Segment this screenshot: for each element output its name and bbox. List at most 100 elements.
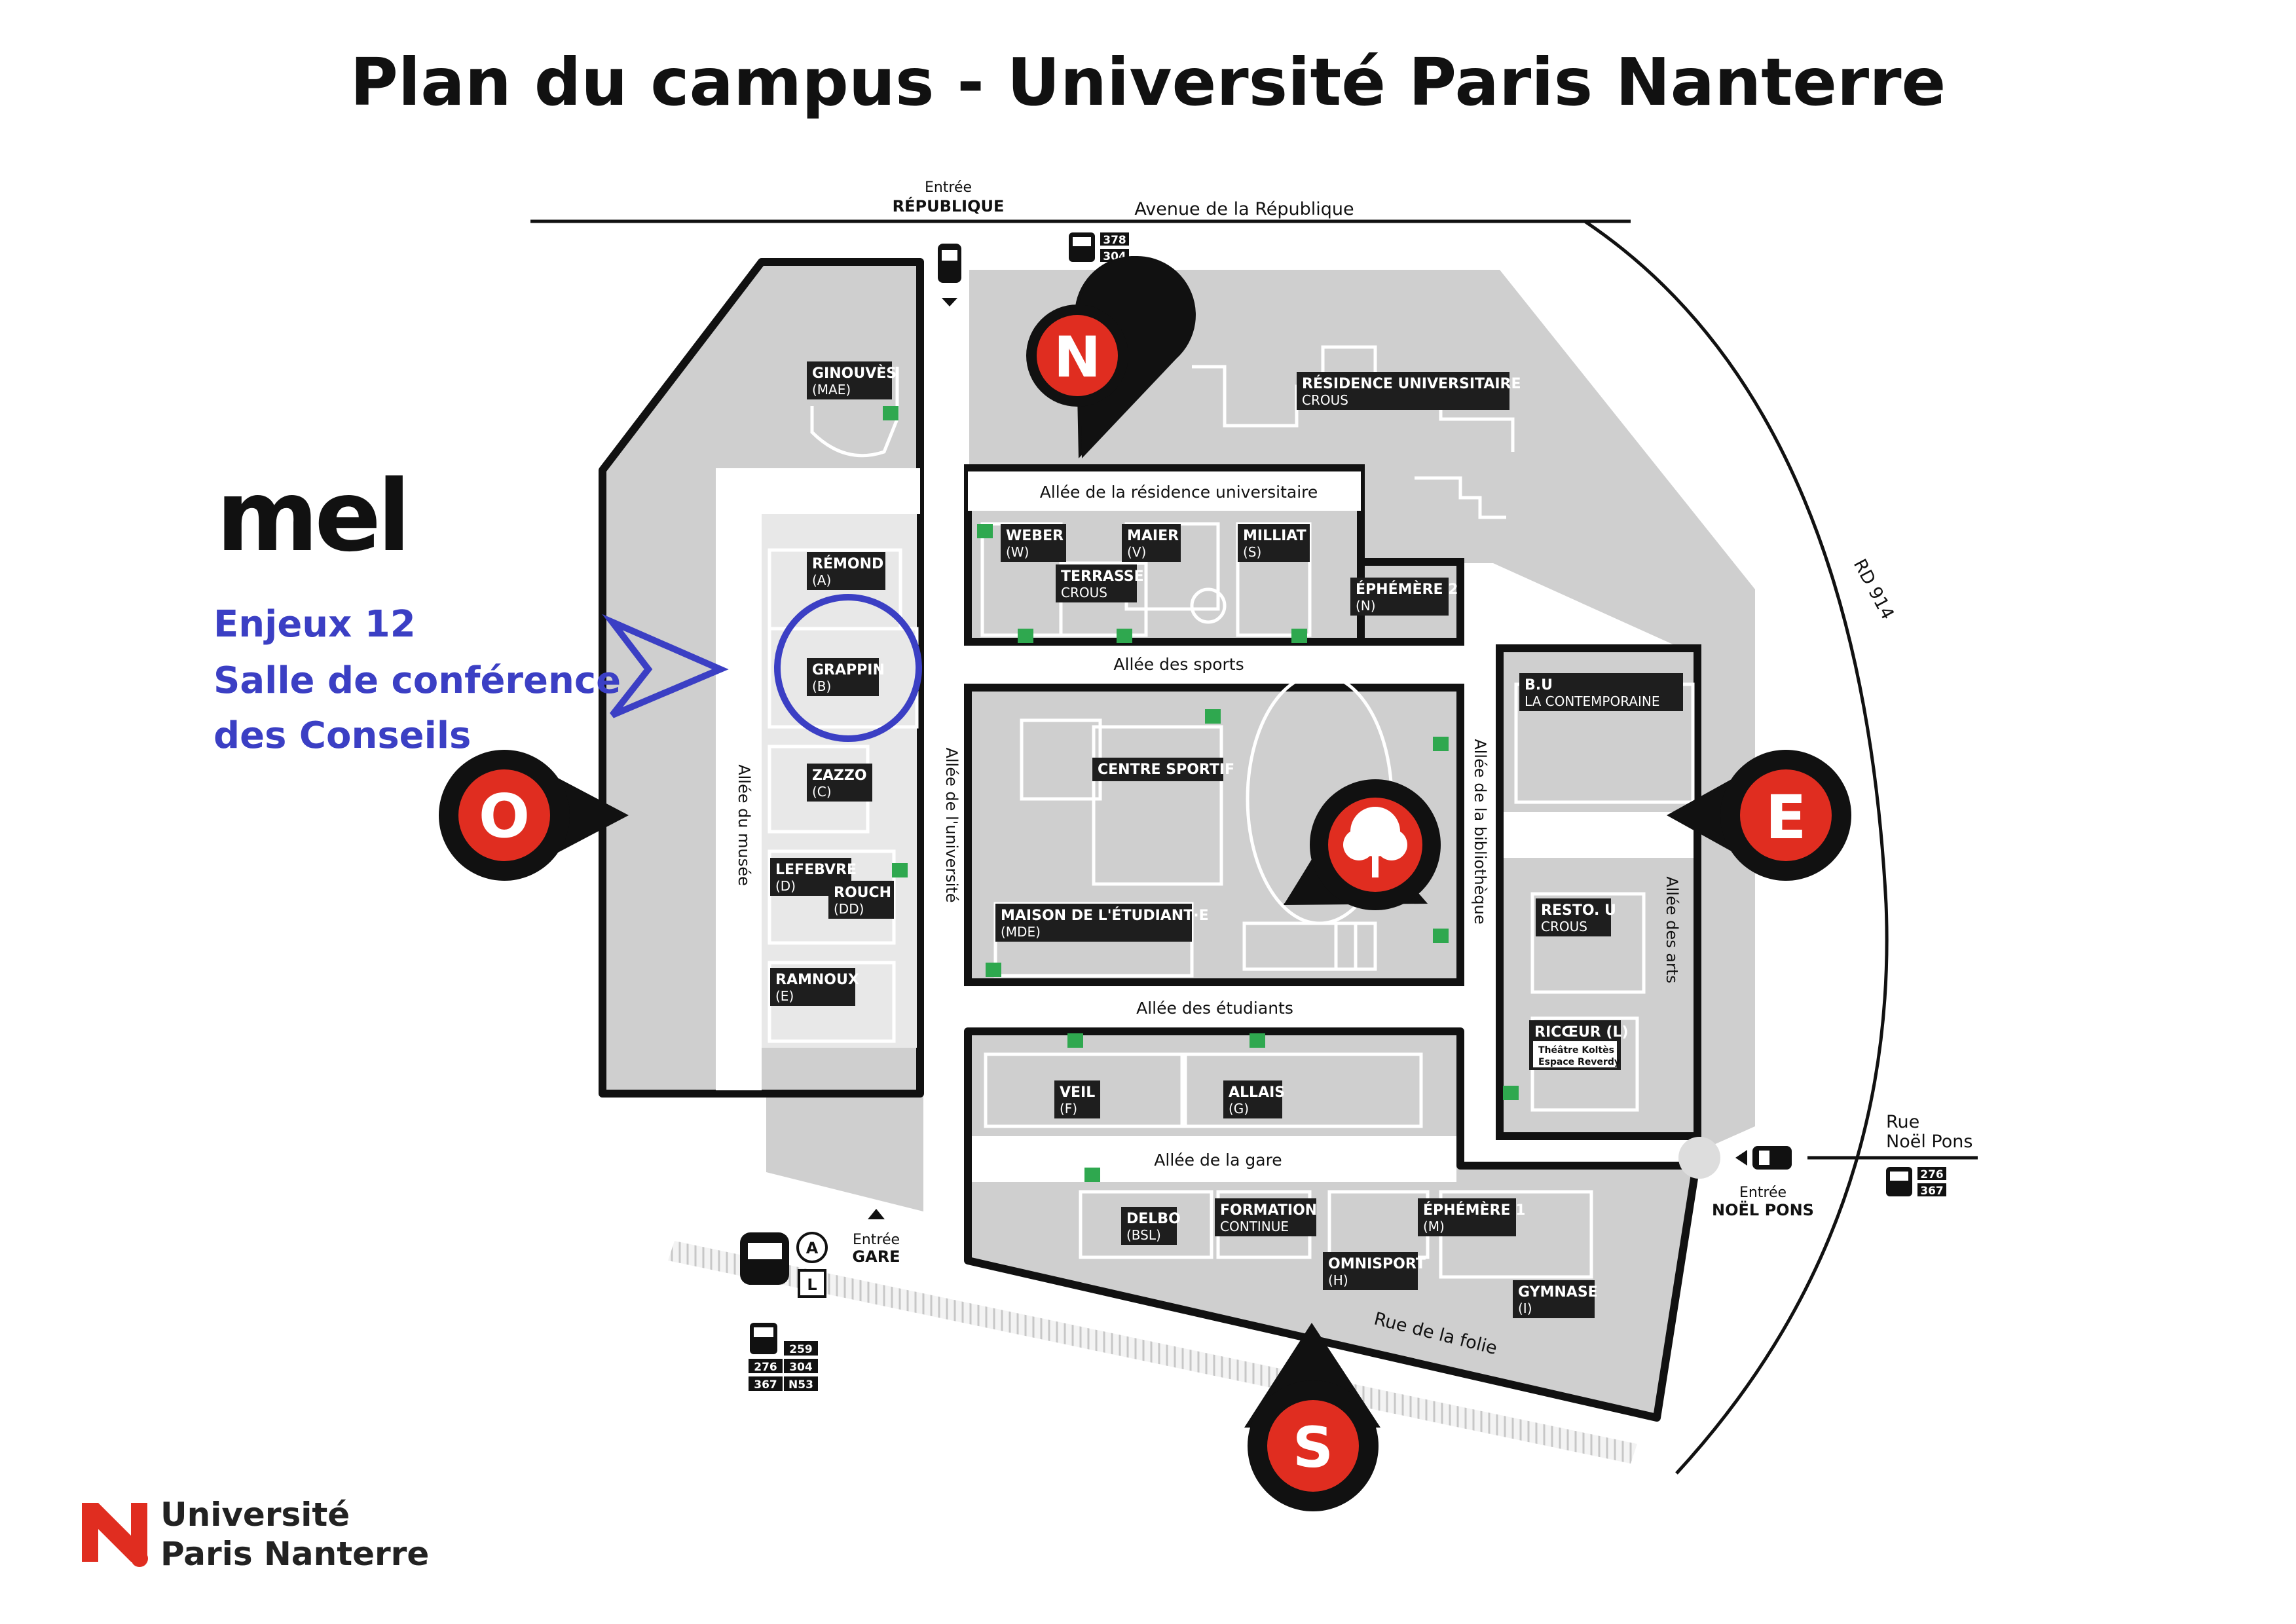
building-ramnoux[interactable]: RAMNOUX(E) [770, 968, 859, 1006]
logo-line-1: Université [160, 1496, 350, 1534]
musee-alley-label: Allée du musée [735, 764, 753, 886]
bike-parking-icon [986, 963, 1001, 977]
building-gymnase[interactable]: GYMNASE(I) [1513, 1280, 1598, 1318]
building-code: (BSL) [1126, 1227, 1161, 1243]
musee-alley [716, 468, 762, 1090]
entree-republique-1: Entrée [925, 179, 972, 196]
building-code: CROUS [1541, 919, 1587, 934]
building-ginouves[interactable]: GINOUVÈS(MAE) [807, 361, 897, 399]
zone-o-label: O [479, 781, 530, 851]
roundabout [1678, 1137, 1720, 1179]
building-lefebvre[interactable]: LEFEBVRE(D) [770, 858, 857, 896]
building-name: DELBO [1126, 1211, 1181, 1227]
building-name: FORMATION [1220, 1202, 1317, 1219]
building-weber[interactable]: WEBER(W) [1001, 524, 1066, 562]
bus-icon-gare: 259 276 304 367 N53 [749, 1323, 818, 1392]
building-name: OMNISPORT [1328, 1256, 1426, 1272]
zone-marker-east: E [1667, 750, 1851, 881]
gare-arrow-icon [868, 1209, 885, 1219]
bike-parking-icon [1018, 629, 1033, 643]
zone-marker-south: S [1244, 1323, 1380, 1511]
bike-parking-icon [1205, 709, 1221, 724]
zone-s-label: S [1293, 1415, 1333, 1481]
building-code: (DD) [834, 901, 864, 917]
building-code: (B) [812, 678, 831, 694]
building-maier[interactable]: MAIER(V) [1122, 524, 1181, 562]
building-name: RICŒUR (L) [1534, 1024, 1629, 1041]
noel-arrow-icon [1735, 1150, 1747, 1166]
bike-parking-icon [1433, 737, 1449, 751]
bike-parking-icon [892, 863, 908, 877]
bike-parking-icon [1084, 1168, 1100, 1182]
park-marker-icon [1284, 779, 1441, 910]
building-code: (I) [1518, 1301, 1532, 1316]
bus-icon-republique: 378 304 [1069, 232, 1129, 263]
mel-logo-text: mel [216, 460, 407, 574]
building-name: B.U [1525, 677, 1553, 693]
building-allais[interactable]: ALLAIS(G) [1223, 1080, 1285, 1118]
car-icon-noel [1752, 1146, 1792, 1170]
building-name: ALLAIS [1229, 1084, 1285, 1101]
zone-marker-west: O [439, 750, 629, 881]
bike-parking-icon [883, 406, 898, 420]
building-name: ZAZZO [812, 767, 867, 784]
building-grappin[interactable]: GRAPPIN(B) [807, 658, 885, 696]
building-veil[interactable]: VEIL(F) [1054, 1080, 1100, 1118]
annotation-line-1: Enjeux 12 [213, 603, 416, 646]
building-code: CONTINUE [1220, 1219, 1289, 1234]
car-icon [938, 244, 961, 306]
bus-line-259: 259 [789, 1343, 813, 1356]
entree-gare-1: Entrée [853, 1232, 900, 1248]
bike-parking-icon [1250, 1033, 1265, 1048]
rd914-label: RD 914 [1849, 556, 1898, 623]
entree-noel-2: NOËL PONS [1712, 1200, 1814, 1219]
building-code: CROUS [1061, 585, 1107, 600]
building-ephemere1[interactable]: ÉPHÉMÈRE 1(M) [1418, 1198, 1525, 1236]
building-zazzo[interactable]: ZAZZO(C) [807, 764, 872, 802]
building-code: (F) [1060, 1101, 1077, 1116]
building-delbo[interactable]: DELBO(BSL) [1121, 1207, 1181, 1245]
building-name: MAIER [1127, 528, 1179, 544]
building-name: LEFEBVRE [775, 862, 857, 878]
zone-marker-north: N [1026, 255, 1196, 458]
sports-alley-label: Allée des sports [1113, 655, 1244, 674]
building-centre_sportif[interactable]: CENTRE SPORTIF [1092, 758, 1234, 781]
bus-icon-noel: 276 367 [1886, 1167, 1946, 1198]
building-code: (MDE) [1001, 924, 1041, 940]
building-code: (H) [1328, 1272, 1348, 1288]
building-remond[interactable]: RÉMOND(A) [807, 552, 885, 590]
bike-parking-icon [977, 524, 993, 538]
bus-line-367: 367 [1920, 1185, 1944, 1198]
logo-line-2: Paris Nanterre [160, 1535, 429, 1573]
building-code: (N) [1356, 598, 1376, 614]
building-code: (A) [812, 572, 831, 588]
building-bu[interactable]: B.ULA CONTEMPORAINE [1519, 673, 1683, 711]
building-name: ÉPHÉMÈRE 1 [1423, 1202, 1525, 1219]
south-west-strip [766, 1087, 923, 1211]
bus-line-378: 378 [1103, 234, 1126, 247]
bike-parking-icon [1067, 1033, 1083, 1048]
annotation-line-2: Salle de conférence [213, 659, 621, 702]
building-name: VEIL [1060, 1084, 1095, 1101]
entree-noel-1: Entrée [1739, 1185, 1787, 1201]
building-name: GRAPPIN [812, 662, 885, 678]
bibliotheque-alley-label: Allée de la bibliothèque [1471, 739, 1489, 924]
building-name: RAMNOUX [775, 972, 859, 988]
building-ephemere2[interactable]: ÉPHÉMÈRE 2(N) [1350, 578, 1458, 616]
building-subtitle: Espace Reverdy [1538, 1057, 1620, 1067]
building-code: (MAE) [812, 382, 851, 397]
building-milliat[interactable]: MILLIAT(S) [1238, 524, 1310, 562]
building-rouch[interactable]: ROUCH(DD) [828, 881, 894, 919]
building-name: MAISON DE L'ÉTUDIANT·E [1001, 907, 1209, 924]
bus-line-304-gare: 304 [789, 1361, 813, 1374]
bus-line-276-gare: 276 [754, 1361, 777, 1374]
building-omnisport[interactable]: OMNISPORT(H) [1323, 1252, 1426, 1290]
bike-parking-icon [1291, 629, 1307, 643]
building-mde[interactable]: MAISON DE L'ÉTUDIANT·E(MDE) [995, 904, 1209, 942]
building-code: (D) [775, 878, 796, 894]
